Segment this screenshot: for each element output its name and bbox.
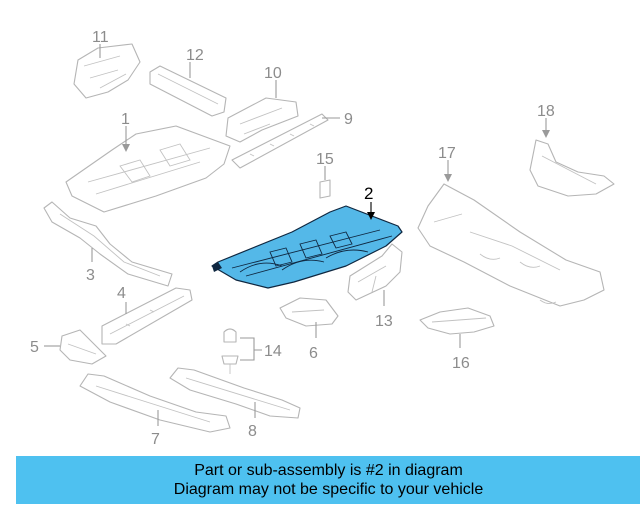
- part-16: 16: [419, 307, 495, 372]
- callout-8: 8: [248, 423, 257, 440]
- callout-3: 3: [86, 267, 95, 284]
- callout-18: 18: [537, 103, 555, 120]
- callout-11: 11: [92, 29, 109, 46]
- part-1: 1: [65, 111, 231, 213]
- callout-16: 16: [452, 355, 470, 372]
- callout-7: 7: [151, 431, 160, 448]
- part-10: 10: [225, 65, 299, 143]
- banner-disclaimer: Diagram may not be specific to your vehi…: [173, 481, 484, 498]
- part-11: 11: [73, 29, 141, 99]
- part-2-highlighted: 2: [211, 184, 403, 289]
- part-5: 5: [30, 329, 107, 365]
- callout-10: 10: [264, 65, 282, 82]
- part-7: 7: [79, 373, 231, 448]
- callout-2: 2: [364, 184, 373, 203]
- part-18: 18: [529, 103, 615, 197]
- callout-1: 1: [121, 111, 130, 128]
- part-9: 9: [231, 111, 353, 169]
- callout-17: 17: [438, 145, 456, 162]
- part-6: 6: [279, 297, 339, 362]
- callout-4: 4: [117, 285, 126, 302]
- part-13: 13: [347, 243, 403, 330]
- callout-9: 9: [344, 111, 353, 128]
- banner-part-note: Part or sub-assembly is #2 in diagram: [194, 462, 463, 479]
- part-17: 17: [417, 145, 605, 307]
- part-8: 8: [169, 367, 301, 440]
- part-15: 15: [316, 151, 334, 199]
- callout-15: 15: [316, 151, 334, 168]
- callout-14: 14: [264, 343, 282, 360]
- callout-6: 6: [309, 345, 318, 362]
- part-3: 3: [43, 201, 173, 287]
- callout-13: 13: [375, 313, 393, 330]
- info-banner: Part or sub-assembly is #2 in diagram Di…: [16, 456, 640, 504]
- callout-12: 12: [186, 47, 204, 64]
- part-4: 4: [101, 285, 193, 345]
- part-12: 12: [149, 47, 227, 117]
- callout-5: 5: [30, 339, 39, 356]
- part-14: 14: [221, 328, 282, 374]
